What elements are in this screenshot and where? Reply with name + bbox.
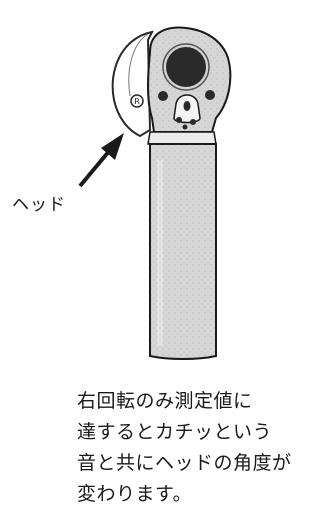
caption-line: 右回転のみ測定値に (77, 390, 253, 412)
head-pointer-arrow (78, 133, 124, 188)
drive-hub (166, 47, 206, 87)
caption-line: 達するとカチッという (77, 421, 273, 443)
svg-text:R: R (134, 97, 140, 106)
caption-line: 変わります。 (77, 483, 193, 505)
wrench-collar (147, 131, 217, 145)
screw-left (158, 91, 168, 101)
head-label: ヘッド (12, 195, 66, 215)
wrench-head-rotated-outline: R (111, 30, 154, 138)
caption-line: 音と共にヘッドの角度が (77, 452, 292, 474)
wrench-head (147, 26, 232, 133)
wrench-handle (149, 143, 217, 360)
caption: 右回転のみ測定値に 達するとカチッという 音と共にヘッドの角度が 変わります。 (77, 386, 322, 510)
torque-wrench-diagram: R (78, 26, 232, 360)
screw-right (205, 90, 215, 100)
